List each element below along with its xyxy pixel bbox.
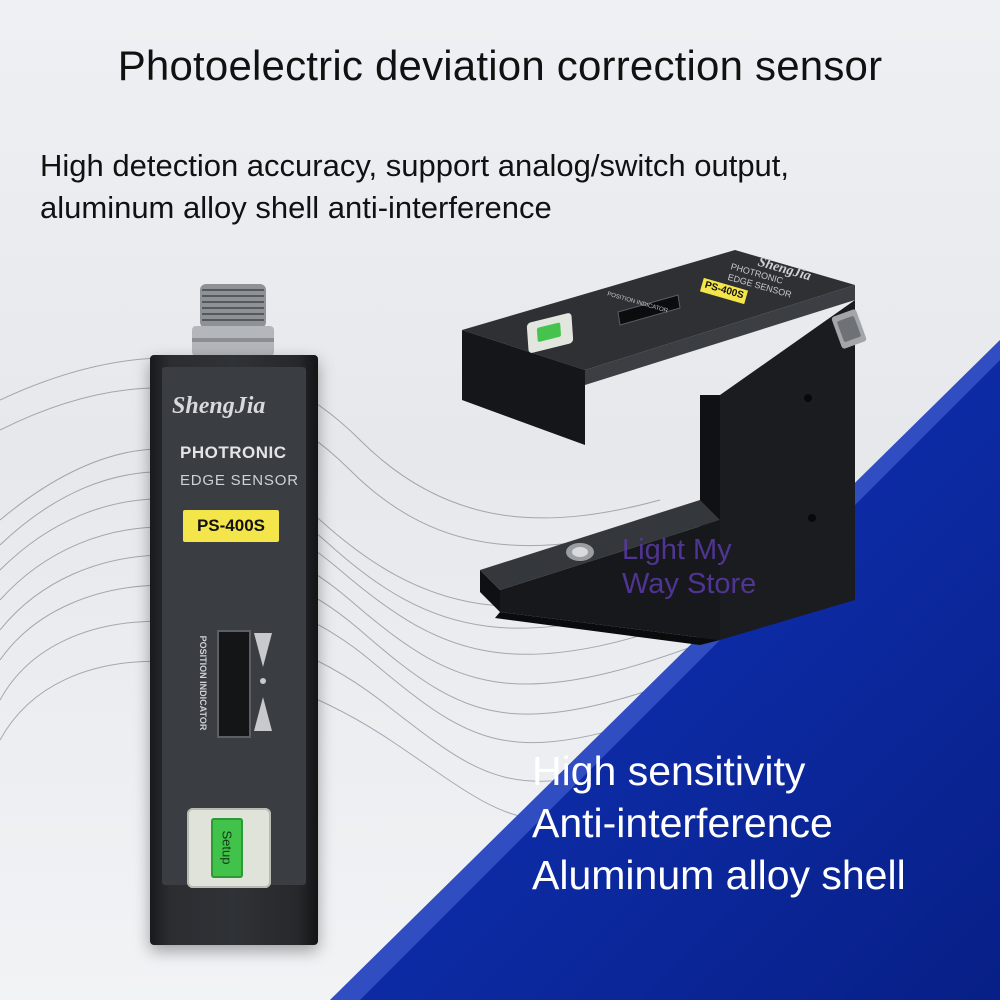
center-dot-icon xyxy=(260,678,266,684)
feature-item: High sensitivity xyxy=(532,748,806,794)
page-title: Photoelectric deviation correction senso… xyxy=(117,42,883,89)
watermark-line-2: Way Store xyxy=(622,568,757,600)
wave-lines xyxy=(0,357,841,821)
position-indicator-text: POSITION INDICATOR xyxy=(198,635,208,731)
feature-item: Anti-interference xyxy=(532,800,833,846)
setup-label: Setup xyxy=(219,830,235,865)
feature-list: High sensitivity Anti-interference Alumi… xyxy=(532,745,906,901)
subtitle-line-1: High detection accuracy, support analog/… xyxy=(40,148,790,183)
watermark-line-1: Light My xyxy=(622,534,732,566)
model-label: PS-400S xyxy=(183,510,279,542)
setup-button-face: Setup xyxy=(211,818,243,878)
subtitle: High detection accuracy, support analog/… xyxy=(40,145,789,229)
position-indicator-label: POSITION INDICATOR xyxy=(198,628,208,738)
feature-item: Aluminum alloy shell xyxy=(532,852,906,898)
triangle-down-icon xyxy=(254,633,272,667)
m12-connector-icon xyxy=(192,284,274,356)
sensor-brand: ShengJia xyxy=(172,393,266,419)
subtitle-line-2: aluminum alloy shell anti-interference xyxy=(40,190,552,225)
triangle-up-icon xyxy=(254,697,272,731)
sensor-face xyxy=(162,367,306,885)
store-watermark: Light My Way Store xyxy=(622,533,756,601)
u-setup-face xyxy=(536,322,562,343)
setup-button[interactable]: Setup xyxy=(187,808,271,888)
position-indicator-window xyxy=(217,630,251,738)
sensor-line-2: EDGE SENSOR xyxy=(180,472,299,489)
sensor-line-1: PHOTRONIC xyxy=(180,443,287,462)
